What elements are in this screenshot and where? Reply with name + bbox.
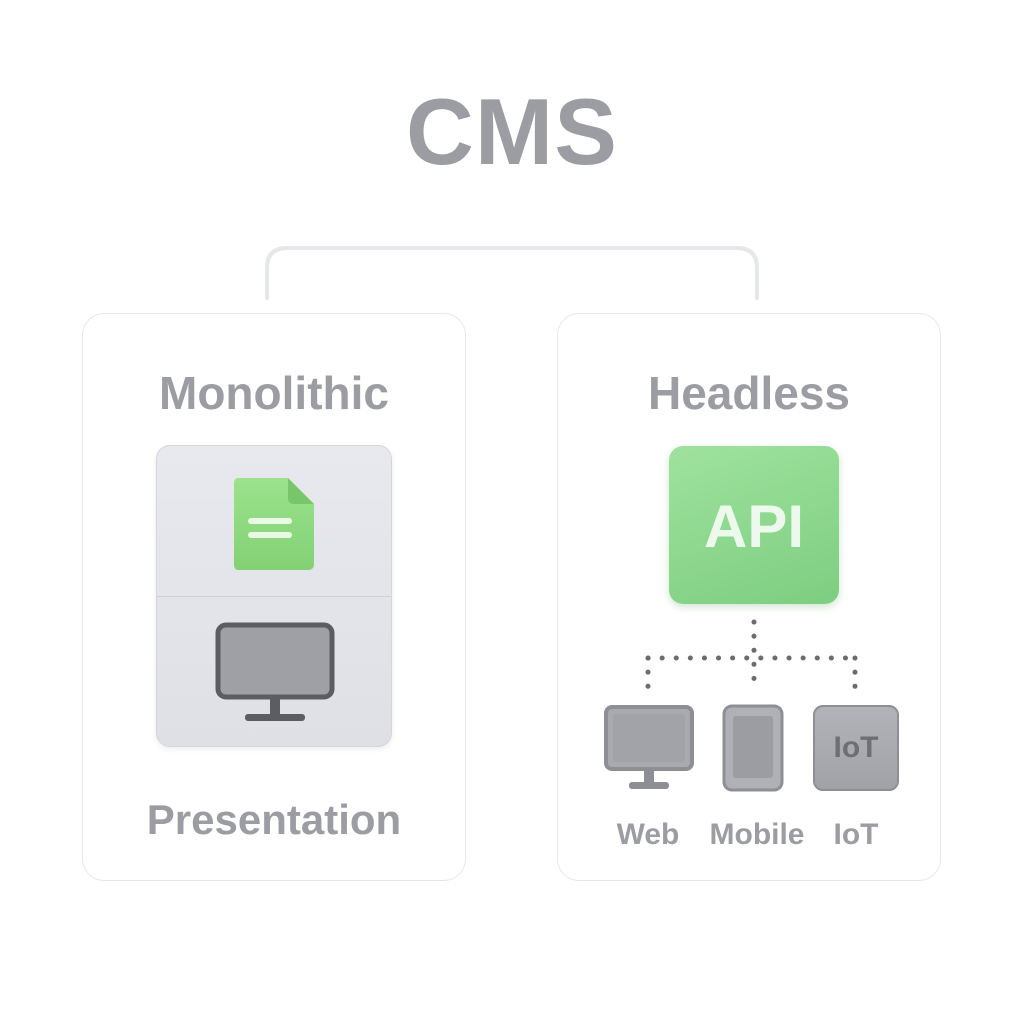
bracket-connector bbox=[265, 246, 759, 300]
mobile-label: Mobile bbox=[709, 818, 805, 851]
headless-title: Headless bbox=[647, 367, 850, 419]
web-label: Web bbox=[616, 818, 680, 851]
api-box: API bbox=[669, 446, 839, 604]
monolithic-card: Monolithic bbox=[82, 313, 466, 881]
monolithic-stack bbox=[156, 445, 392, 747]
headless-card: Headless API Web Mobile bbox=[557, 313, 941, 881]
api-label: API bbox=[703, 493, 805, 560]
stack-divider bbox=[157, 596, 391, 597]
desktop-monitor-icon bbox=[604, 705, 694, 789]
monolithic-title: Monolithic bbox=[159, 367, 389, 419]
diagram-title: CMS bbox=[406, 79, 618, 184]
iot-badge-text: IoT bbox=[833, 731, 879, 764]
document-icon bbox=[234, 478, 314, 570]
presentation-label: Presentation bbox=[146, 796, 402, 843]
iot-device-icon: IoT bbox=[813, 705, 899, 791]
iot-label: IoT bbox=[833, 818, 879, 851]
api-tree-connector bbox=[645, 619, 858, 693]
mobile-phone-icon bbox=[722, 704, 784, 792]
monitor-icon bbox=[215, 622, 335, 721]
